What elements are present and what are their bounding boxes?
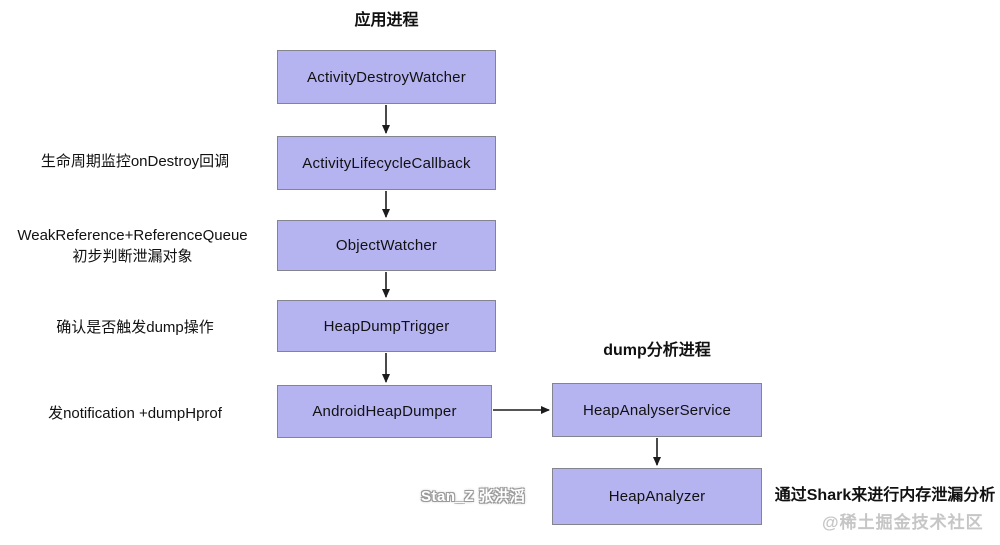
dump-process-title: dump分析进程 [603,342,711,359]
annotation-weak-reference-line2: 初步判断泄漏对象 [72,248,193,265]
node-activity-destroy-watcher: ActivityDestroyWatcher [277,50,496,104]
node-android-heap-dumper: AndroidHeapDumper [277,385,492,438]
annotation-confirm-dump: 确认是否触发dump操作 [56,319,214,336]
annotation-lifecycle-callback: 生命周期监控onDestroy回调 [40,153,230,170]
annotation-send-notification: 发notification +dumpHprof [48,405,222,422]
annotation-weak-reference: WeakReference+ReferenceQueue 初步判断泄漏对象 [5,225,260,267]
app-process-title: 应用进程 [354,12,419,29]
annotation-shark-analysis: 通过Shark来进行内存泄漏分析 [774,487,996,504]
node-object-watcher: ObjectWatcher [277,220,496,271]
node-heap-analyser-service: HeapAnalyserService [552,383,762,437]
community-watermark: @稀土掘金技术社区 [822,513,984,532]
author-watermark-badge: Stan_Z 张洪滔 [421,488,526,505]
node-activity-lifecycle-callback: ActivityLifecycleCallback [277,136,496,190]
node-heap-analyzer: HeapAnalyzer [552,468,762,525]
annotation-weak-reference-line1: WeakReference+ReferenceQueue [17,227,248,244]
node-heap-dump-trigger: HeapDumpTrigger [277,300,496,352]
